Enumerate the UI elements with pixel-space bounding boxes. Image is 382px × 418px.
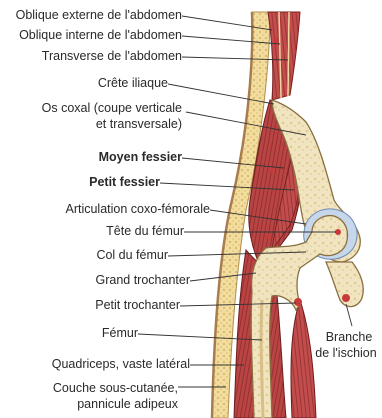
label-tete-femur: Tête du fémur <box>106 224 184 239</box>
label-transverse: Transverse de l'abdomen <box>42 49 182 64</box>
label-crete-iliaque: Crête iliaque <box>98 76 168 91</box>
label-col-femur: Col du fémur <box>96 248 168 263</box>
label-grand-trochanter: Grand trochanter <box>96 273 191 288</box>
leader-petit-trochanter <box>180 303 296 306</box>
abdominal-wall-muscles <box>268 12 300 100</box>
label-articulation: Articulation coxo-fémorale <box>65 202 210 217</box>
leader-ischion <box>346 304 352 326</box>
label-os-coxal-line2: et transversale) <box>96 117 182 132</box>
label-quadriceps: Quadriceps, vaste latéral <box>52 357 190 372</box>
label-branche-line1: Branche <box>316 330 382 345</box>
label-moyen-fessier: Moyen fessier <box>99 150 182 165</box>
label-couche-line1: Couche sous-cutanée, <box>53 381 178 396</box>
label-femur: Fémur <box>102 326 138 341</box>
label-os-coxal-line1: Os coxal (coupe verticale <box>42 101 182 116</box>
label-petit-trochanter: Petit trochanter <box>95 298 180 313</box>
label-oblique-externe: Oblique externe de l'abdomen <box>16 8 182 23</box>
label-oblique-interne: Oblique interne de l'abdomen <box>19 28 182 43</box>
label-branche-line2: de l'ischion <box>310 346 382 361</box>
label-petit-fessier: Petit fessier <box>89 175 160 190</box>
label-couche-line2: pannicule adipeux <box>77 397 178 412</box>
